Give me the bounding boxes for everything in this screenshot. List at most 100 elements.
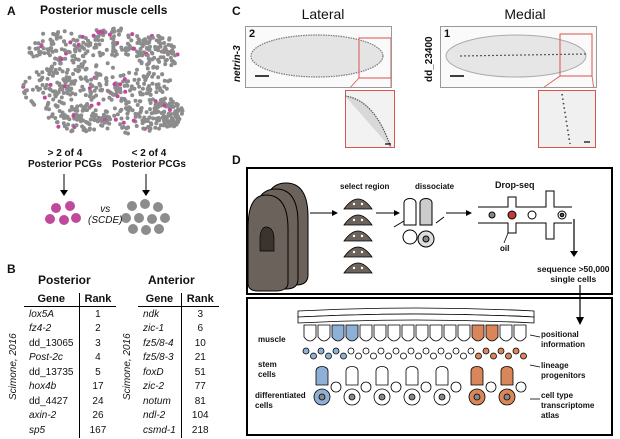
tsne-point bbox=[161, 114, 166, 119]
tsne-point bbox=[46, 115, 51, 120]
tsne-point bbox=[70, 128, 75, 133]
tsne-point bbox=[69, 31, 74, 36]
tsne-point bbox=[72, 43, 77, 48]
posterior-heading: Posterior bbox=[38, 273, 91, 287]
differentiated-cell bbox=[315, 366, 329, 386]
rank-cell: 10 bbox=[180, 336, 219, 351]
tsne-point bbox=[174, 101, 179, 106]
workflow-box bbox=[246, 167, 613, 295]
muscle-cell bbox=[443, 324, 457, 342]
tsne-point bbox=[122, 77, 127, 82]
tsne-point bbox=[111, 65, 115, 70]
tsne-point bbox=[145, 66, 150, 71]
tsne-point bbox=[150, 81, 155, 86]
tsne-point bbox=[80, 34, 85, 39]
stem-cell bbox=[482, 347, 490, 355]
tsne-point bbox=[94, 76, 99, 81]
tsne-point bbox=[44, 83, 49, 87]
nucleus bbox=[378, 393, 386, 401]
differentiated-cell bbox=[420, 381, 432, 393]
tsne-point bbox=[131, 46, 136, 51]
workflow-diagram: oil bbox=[247, 182, 578, 292]
rank-cell: 2 bbox=[78, 321, 117, 336]
differentiated-cell bbox=[360, 381, 372, 393]
tsne-point bbox=[154, 90, 159, 95]
tsne-point bbox=[61, 91, 66, 95]
tsne-point bbox=[160, 97, 165, 102]
tsne-point bbox=[118, 90, 123, 95]
stem-cell bbox=[407, 347, 415, 355]
tsne-point bbox=[78, 88, 83, 93]
rank-cell: 24 bbox=[78, 394, 117, 409]
tsne-point bbox=[51, 70, 56, 75]
tsne-point bbox=[105, 126, 110, 131]
tsne-point bbox=[52, 61, 57, 66]
dropseq-chip bbox=[478, 190, 572, 240]
tsne-point bbox=[172, 61, 177, 66]
tsne-point bbox=[135, 41, 140, 45]
tsne-point bbox=[179, 107, 184, 111]
medial-zoom-inset bbox=[538, 90, 596, 148]
muscle-cell bbox=[485, 324, 499, 342]
rank-cell: 104 bbox=[180, 408, 219, 423]
output-lineage: lineage progenitors bbox=[541, 361, 586, 380]
tsne-point bbox=[102, 114, 107, 119]
tsne-point bbox=[154, 116, 159, 121]
tsne-point bbox=[31, 54, 36, 59]
tsne-point bbox=[92, 88, 97, 93]
row-label-differentiated: differentiated cells bbox=[255, 391, 306, 410]
tsne-point bbox=[122, 83, 127, 88]
tsne-point bbox=[51, 97, 56, 102]
stem-cell bbox=[332, 347, 340, 355]
tsne-point bbox=[112, 34, 116, 39]
stem-cell bbox=[392, 347, 400, 355]
tsne-point bbox=[168, 113, 172, 118]
tsne-point bbox=[166, 52, 170, 57]
tsne-point bbox=[85, 78, 90, 83]
tsne-point bbox=[112, 113, 117, 118]
muscle-cell bbox=[415, 324, 429, 342]
tsne-point bbox=[169, 63, 174, 68]
rank-cell: 6 bbox=[180, 321, 219, 336]
tsne-point bbox=[63, 56, 68, 61]
tsne-point bbox=[143, 76, 148, 81]
tsne-point bbox=[125, 111, 130, 116]
stem-cell bbox=[430, 352, 437, 360]
tsne-point bbox=[96, 30, 101, 35]
tsne-point bbox=[126, 79, 131, 84]
tsne-point bbox=[59, 95, 64, 100]
tsne-point bbox=[59, 57, 64, 62]
stem-cell bbox=[317, 347, 325, 355]
step-select-region: select region bbox=[340, 182, 390, 191]
tsne-point bbox=[46, 100, 51, 105]
tsne-point bbox=[171, 44, 176, 49]
gene-cell: foxD bbox=[143, 366, 164, 378]
tsne-point bbox=[97, 118, 102, 123]
tsne-point bbox=[98, 88, 103, 93]
tsne-point bbox=[162, 103, 167, 108]
rank-cell: 218 bbox=[180, 423, 219, 438]
tsne-point bbox=[58, 61, 63, 66]
tsne-point bbox=[47, 53, 52, 58]
tsne-point bbox=[111, 47, 116, 52]
gene-cell: fz5/8-3 bbox=[143, 352, 174, 364]
panel-c-letter: C bbox=[232, 4, 241, 18]
lateral-title: Lateral bbox=[301, 6, 345, 22]
tsne-point bbox=[138, 99, 143, 104]
stem-cell bbox=[505, 352, 512, 360]
tsne-point bbox=[123, 130, 128, 135]
tsne-point bbox=[75, 115, 80, 120]
tsne-point bbox=[159, 101, 164, 106]
nucleus bbox=[503, 393, 511, 401]
oil-label: oil bbox=[500, 244, 509, 253]
tsne-point bbox=[130, 32, 135, 37]
muscle-fibres bbox=[297, 307, 535, 324]
tsne-point bbox=[152, 109, 157, 113]
stem-cell bbox=[422, 347, 430, 355]
